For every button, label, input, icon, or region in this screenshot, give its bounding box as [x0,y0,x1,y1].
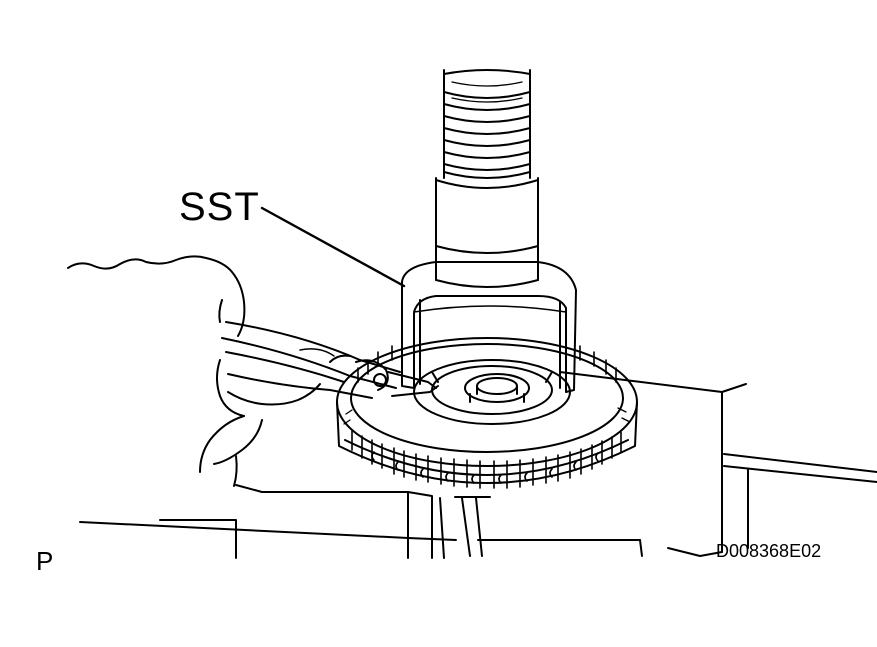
figure-id-label: D008368E02 [716,541,822,561]
sst-collar [435,171,539,288]
snap-ring-pliers [221,321,439,399]
drum-teeth [351,345,622,489]
sst-threaded-shaft [443,69,531,179]
shading-strokes [343,407,631,425]
bench-surface [79,484,643,559]
sst-frame [401,261,577,393]
vise-block-center [454,496,491,557]
sst-callout-label: SST [179,185,260,229]
vise-block-right [559,371,877,557]
view-code-label: P [36,546,54,576]
sst-leader-line [260,206,406,288]
hand [67,255,321,487]
spring-retainer [413,359,571,425]
